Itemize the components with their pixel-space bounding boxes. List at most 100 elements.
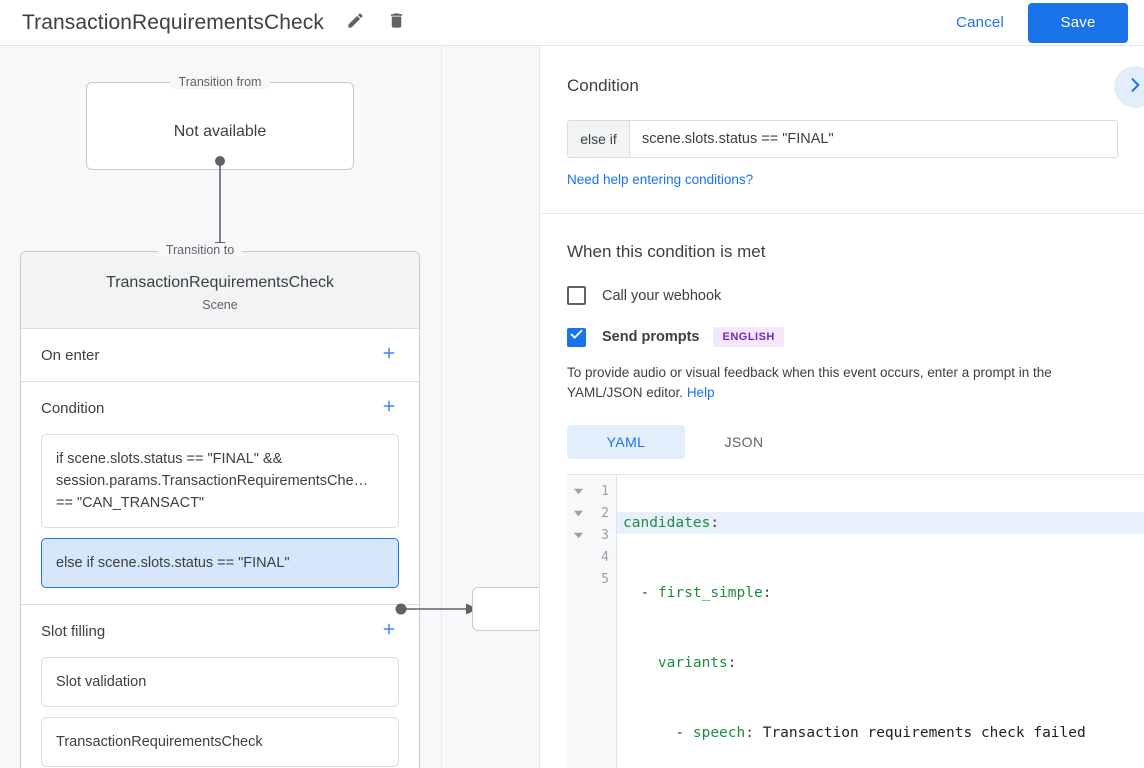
code-line: variants: (617, 652, 1144, 674)
plus-icon (380, 620, 398, 643)
line-number: 4 (601, 549, 609, 565)
gutter-line: 4 (567, 546, 616, 568)
chevron-right-icon (1125, 75, 1144, 100)
gutter-line: 3 (567, 524, 616, 546)
panel-divider (541, 213, 1144, 214)
code-value: Transaction requirements check failed (753, 725, 1086, 741)
prompt-help-link[interactable]: Help (686, 385, 715, 400)
when-met-heading: When this condition is met (567, 242, 766, 261)
code-key: variants (657, 655, 728, 671)
delete-button[interactable] (381, 8, 411, 38)
transition-from-value: Not available (173, 123, 267, 140)
section-condition-title: Condition (41, 399, 105, 417)
target-node-card[interactable] (472, 587, 539, 631)
code-indent (623, 655, 658, 671)
canvas-guide-line (441, 46, 442, 768)
transition-to-legend: Transition to (157, 243, 243, 257)
condition-input-row[interactable]: else if (567, 120, 1118, 158)
tab-yaml[interactable]: YAML (567, 425, 685, 459)
fold-triangle-icon[interactable] (567, 531, 589, 540)
line-number: 1 (601, 483, 609, 499)
code-key: first_simple (657, 585, 763, 601)
code-indent (623, 725, 675, 741)
gutter-line: 1 (567, 480, 616, 502)
slot-item-slot-validation[interactable]: Slot validation (41, 657, 399, 707)
call-webhook-checkbox[interactable] (567, 286, 586, 305)
scene-node-subtitle: Scene (202, 298, 238, 312)
editor-code-area[interactable]: candidates: - first_simple: variants: - … (617, 475, 1144, 768)
page-title: TransactionRequirementsCheck (22, 10, 324, 34)
code-colon: : (745, 725, 754, 741)
cancel-button[interactable]: Cancel (946, 6, 1014, 39)
line-number: 5 (601, 571, 609, 587)
gutter-line: 5 (567, 568, 616, 590)
edit-name-button[interactable] (340, 8, 370, 38)
section-condition-body: if scene.slots.status == "FINAL" && sess… (21, 434, 419, 604)
panel-condition-section: Condition else if Need help entering con… (541, 46, 1144, 213)
code-key: candidates (623, 515, 711, 531)
condition-prefix-label: else if (568, 121, 630, 157)
pencil-icon (346, 11, 365, 35)
plus-icon (380, 344, 398, 367)
send-prompts-row[interactable]: Send prompts ENGLISH (567, 327, 1118, 347)
condition-expression-input[interactable] (630, 121, 1117, 157)
add-on-enter-button[interactable] (377, 343, 401, 367)
checkmark-icon (569, 327, 584, 347)
add-slot-filling-button[interactable] (377, 619, 401, 643)
prompt-description: To provide audio or visual feedback when… (567, 363, 1118, 403)
send-prompts-checkbox[interactable] (567, 327, 586, 347)
fold-triangle-icon[interactable] (567, 509, 589, 518)
call-webhook-label: Call your webhook (602, 287, 722, 304)
section-condition: Condition if scene.slots.status == "FINA… (21, 382, 419, 605)
code-indent (623, 585, 640, 601)
code-line: - speech: Transaction requirements check… (617, 722, 1144, 744)
code-line: candidates: (617, 512, 1144, 534)
panel-condition-heading: Condition (567, 76, 639, 95)
section-slot-filling-title: Slot filling (41, 622, 106, 640)
section-on-enter-header: On enter (21, 329, 419, 381)
flow-canvas[interactable]: Transition from Not available Transition… (0, 46, 540, 768)
code-key: speech (692, 725, 746, 741)
editor-gutter: 1 2 3 4 5 (567, 475, 617, 768)
prompt-description-text: To provide audio or visual feedback when… (567, 365, 1052, 400)
scene-node-header: TransactionRequirementsCheck Scene (21, 252, 419, 329)
yaml-code-editor[interactable]: 1 2 3 4 5 candidates: - first_simple: va… (567, 474, 1144, 768)
code-line: - first_simple: (617, 582, 1144, 604)
add-condition-button[interactable] (377, 396, 401, 420)
webhook-row[interactable]: Call your webhook (567, 286, 1118, 305)
fold-triangle-icon[interactable] (567, 487, 589, 496)
condition-item-else-if[interactable]: else if scene.slots.status == "FINAL" (41, 538, 399, 588)
transition-connector-arrow (208, 156, 232, 256)
transition-from-card: Transition from Not available (86, 75, 354, 170)
line-number: 2 (601, 505, 609, 521)
transition-from-legend: Transition from (170, 75, 270, 89)
save-button[interactable]: Save (1028, 2, 1128, 43)
top-app-bar: TransactionRequirementsCheck Cancel Save (0, 0, 1144, 46)
section-on-enter: On enter (21, 329, 419, 382)
panel-when-met-section: When this condition is met Call your web… (541, 214, 1144, 459)
code-colon: : (727, 655, 737, 671)
scene-node-title: TransactionRequirementsCheck (106, 274, 334, 291)
code-colon: : (710, 515, 720, 531)
language-badge: ENGLISH (713, 327, 784, 347)
code-dash: - (675, 725, 693, 741)
section-condition-header: Condition (21, 382, 419, 434)
slot-item-transaction-requirements-check[interactable]: TransactionRequirementsCheck (41, 717, 399, 767)
transition-to-card: TransactionRequirementsCheck Scene On en… (20, 251, 420, 768)
section-on-enter-title: On enter (41, 346, 100, 364)
tab-json[interactable]: JSON (724, 434, 764, 450)
code-dash: - (640, 585, 658, 601)
section-slot-filling-header: Slot filling (21, 605, 419, 657)
condition-item-if[interactable]: if scene.slots.status == "FINAL" && sess… (41, 434, 399, 528)
plus-icon (380, 397, 398, 420)
section-slot-filling: Slot filling Slot validation Transaction… (21, 605, 419, 768)
condition-help-link[interactable]: Need help entering conditions? (567, 172, 754, 187)
code-colon: : (762, 585, 772, 601)
trash-icon (387, 11, 406, 35)
section-slot-filling-body: Slot validation TransactionRequirementsC… (21, 657, 419, 768)
editor-tabs: YAML JSON (567, 425, 1118, 459)
collapse-panel-button[interactable] (1114, 66, 1144, 108)
send-prompts-label: Send prompts (602, 329, 700, 345)
line-number: 3 (601, 527, 609, 543)
gutter-line: 2 (567, 502, 616, 524)
